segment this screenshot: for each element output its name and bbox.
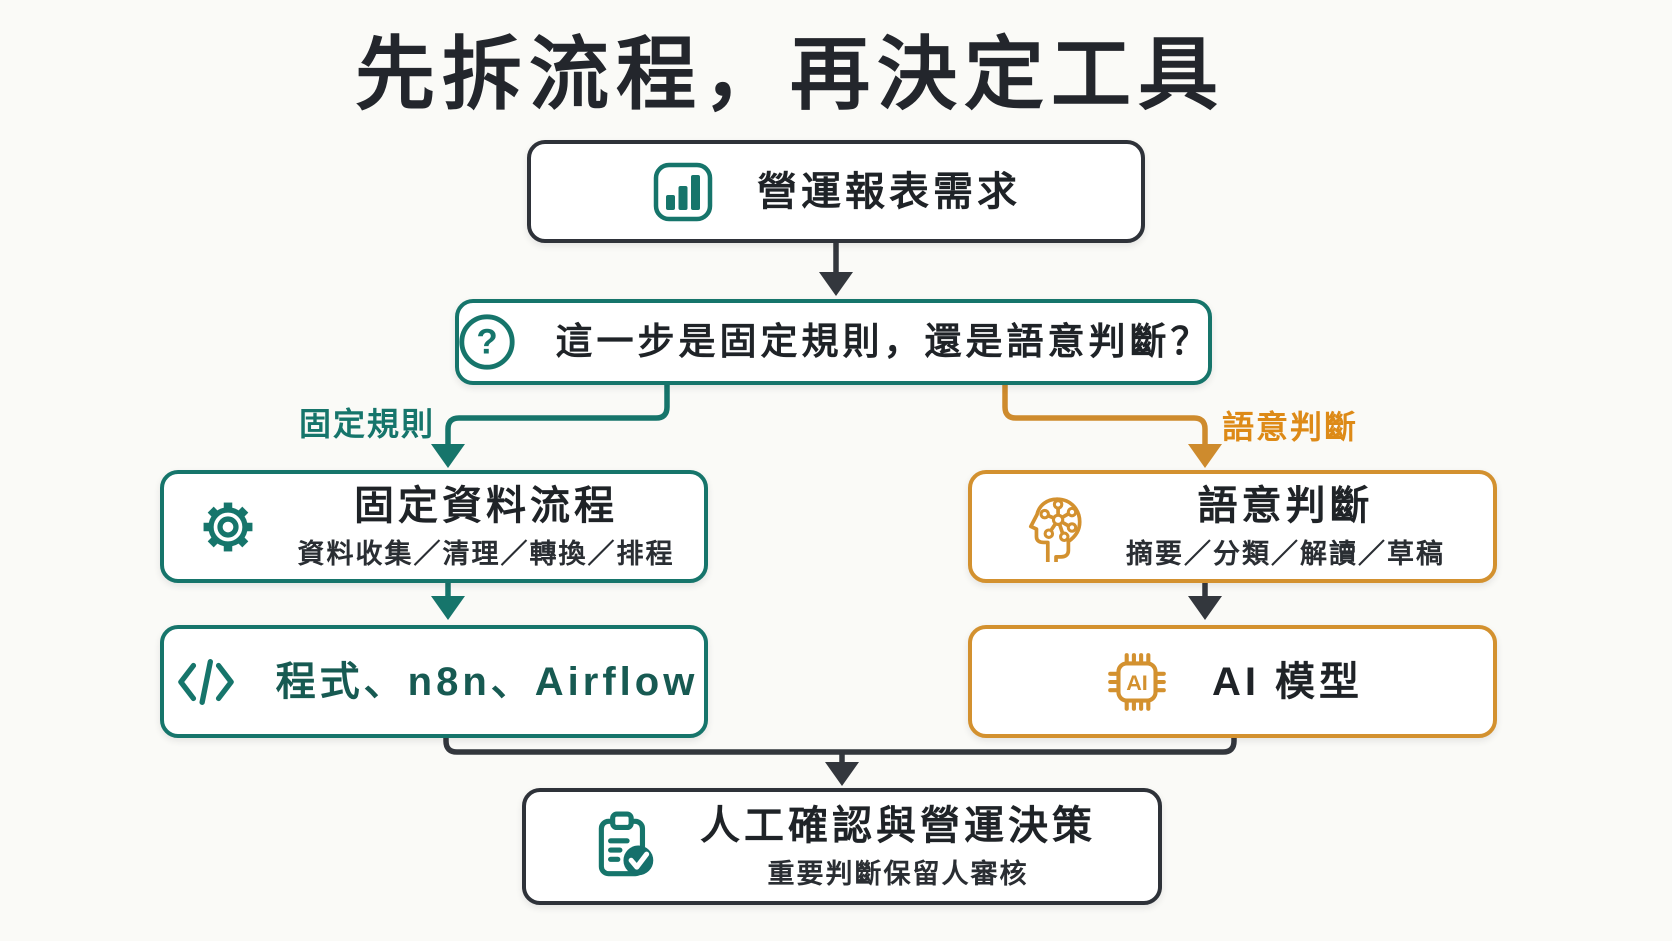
- node-fixed-flow-subtitle: 資料收集／清理／轉換／排程: [297, 538, 675, 569]
- edge-question-fixedflow-arrowhead: [431, 444, 465, 468]
- edge-aimodel-human: [842, 738, 1237, 755]
- node-fixed-flow-title: 固定資料流程: [354, 483, 618, 528]
- node-question: ? 這一步是固定規則，還是語意判斷？: [455, 299, 1212, 385]
- ai-chip-label: AI: [1126, 670, 1148, 695]
- edge-question-semantic: [1002, 384, 1208, 448]
- node-human: 人工確認與營運決策 重要判斷保留人審核: [522, 788, 1162, 905]
- edge-demand-question-arrowhead: [819, 272, 853, 296]
- node-tools: 程式、n8n、Airflow: [160, 625, 708, 738]
- node-human-title: 人工確認與營運決策: [700, 803, 1096, 848]
- gear-icon: [203, 502, 252, 551]
- edge-tools-human: [443, 738, 842, 755]
- edge-semantic-aimodel-arrowhead: [1188, 596, 1222, 620]
- node-semantic-title: 語意判斷: [1197, 483, 1374, 528]
- node-tools-title: 程式、n8n、Airflow: [275, 659, 699, 704]
- ai-chip-icon: AI: [1108, 652, 1166, 711]
- head-brain-icon: [1028, 496, 1082, 562]
- node-question-title: 這一步是固定規則，還是語意判斷？: [555, 320, 1212, 362]
- edge-question-semantic-arrowhead: [1188, 444, 1222, 468]
- node-demand-title: 營運報表需求: [757, 169, 1021, 214]
- question-glyph: ?: [476, 323, 497, 362]
- node-demand: 營運報表需求: [527, 140, 1145, 243]
- code-icon: [177, 658, 234, 705]
- page-title: 先拆流程，再決定工具: [355, 30, 1225, 119]
- node-fixed-flow: 固定資料流程 資料收集／清理／轉換／排程: [160, 470, 708, 583]
- clipboard-check-icon: [598, 811, 654, 876]
- node-ai-model: AI AI 模型: [968, 625, 1497, 738]
- question-icon: ?: [458, 314, 515, 370]
- node-semantic-subtitle: 摘要／分類／解讀／草稿: [1126, 538, 1445, 569]
- edge-question-fixedflow: [445, 384, 670, 448]
- node-ai-model-title: AI 模型: [1211, 659, 1364, 704]
- bar-chart-icon: [653, 162, 713, 221]
- node-human-subtitle: 重要判斷保留人審核: [767, 858, 1029, 889]
- edge-fixedflow-tools-arrowhead: [431, 596, 465, 620]
- edge-label-semantic-judgement: 語意判斷: [1222, 409, 1359, 445]
- edge-label-fixed-rule: 固定規則: [298, 406, 435, 442]
- node-semantic: 語意判斷 摘要／分類／解讀／草稿: [968, 470, 1497, 583]
- edge-merge-arrowhead: [825, 762, 859, 786]
